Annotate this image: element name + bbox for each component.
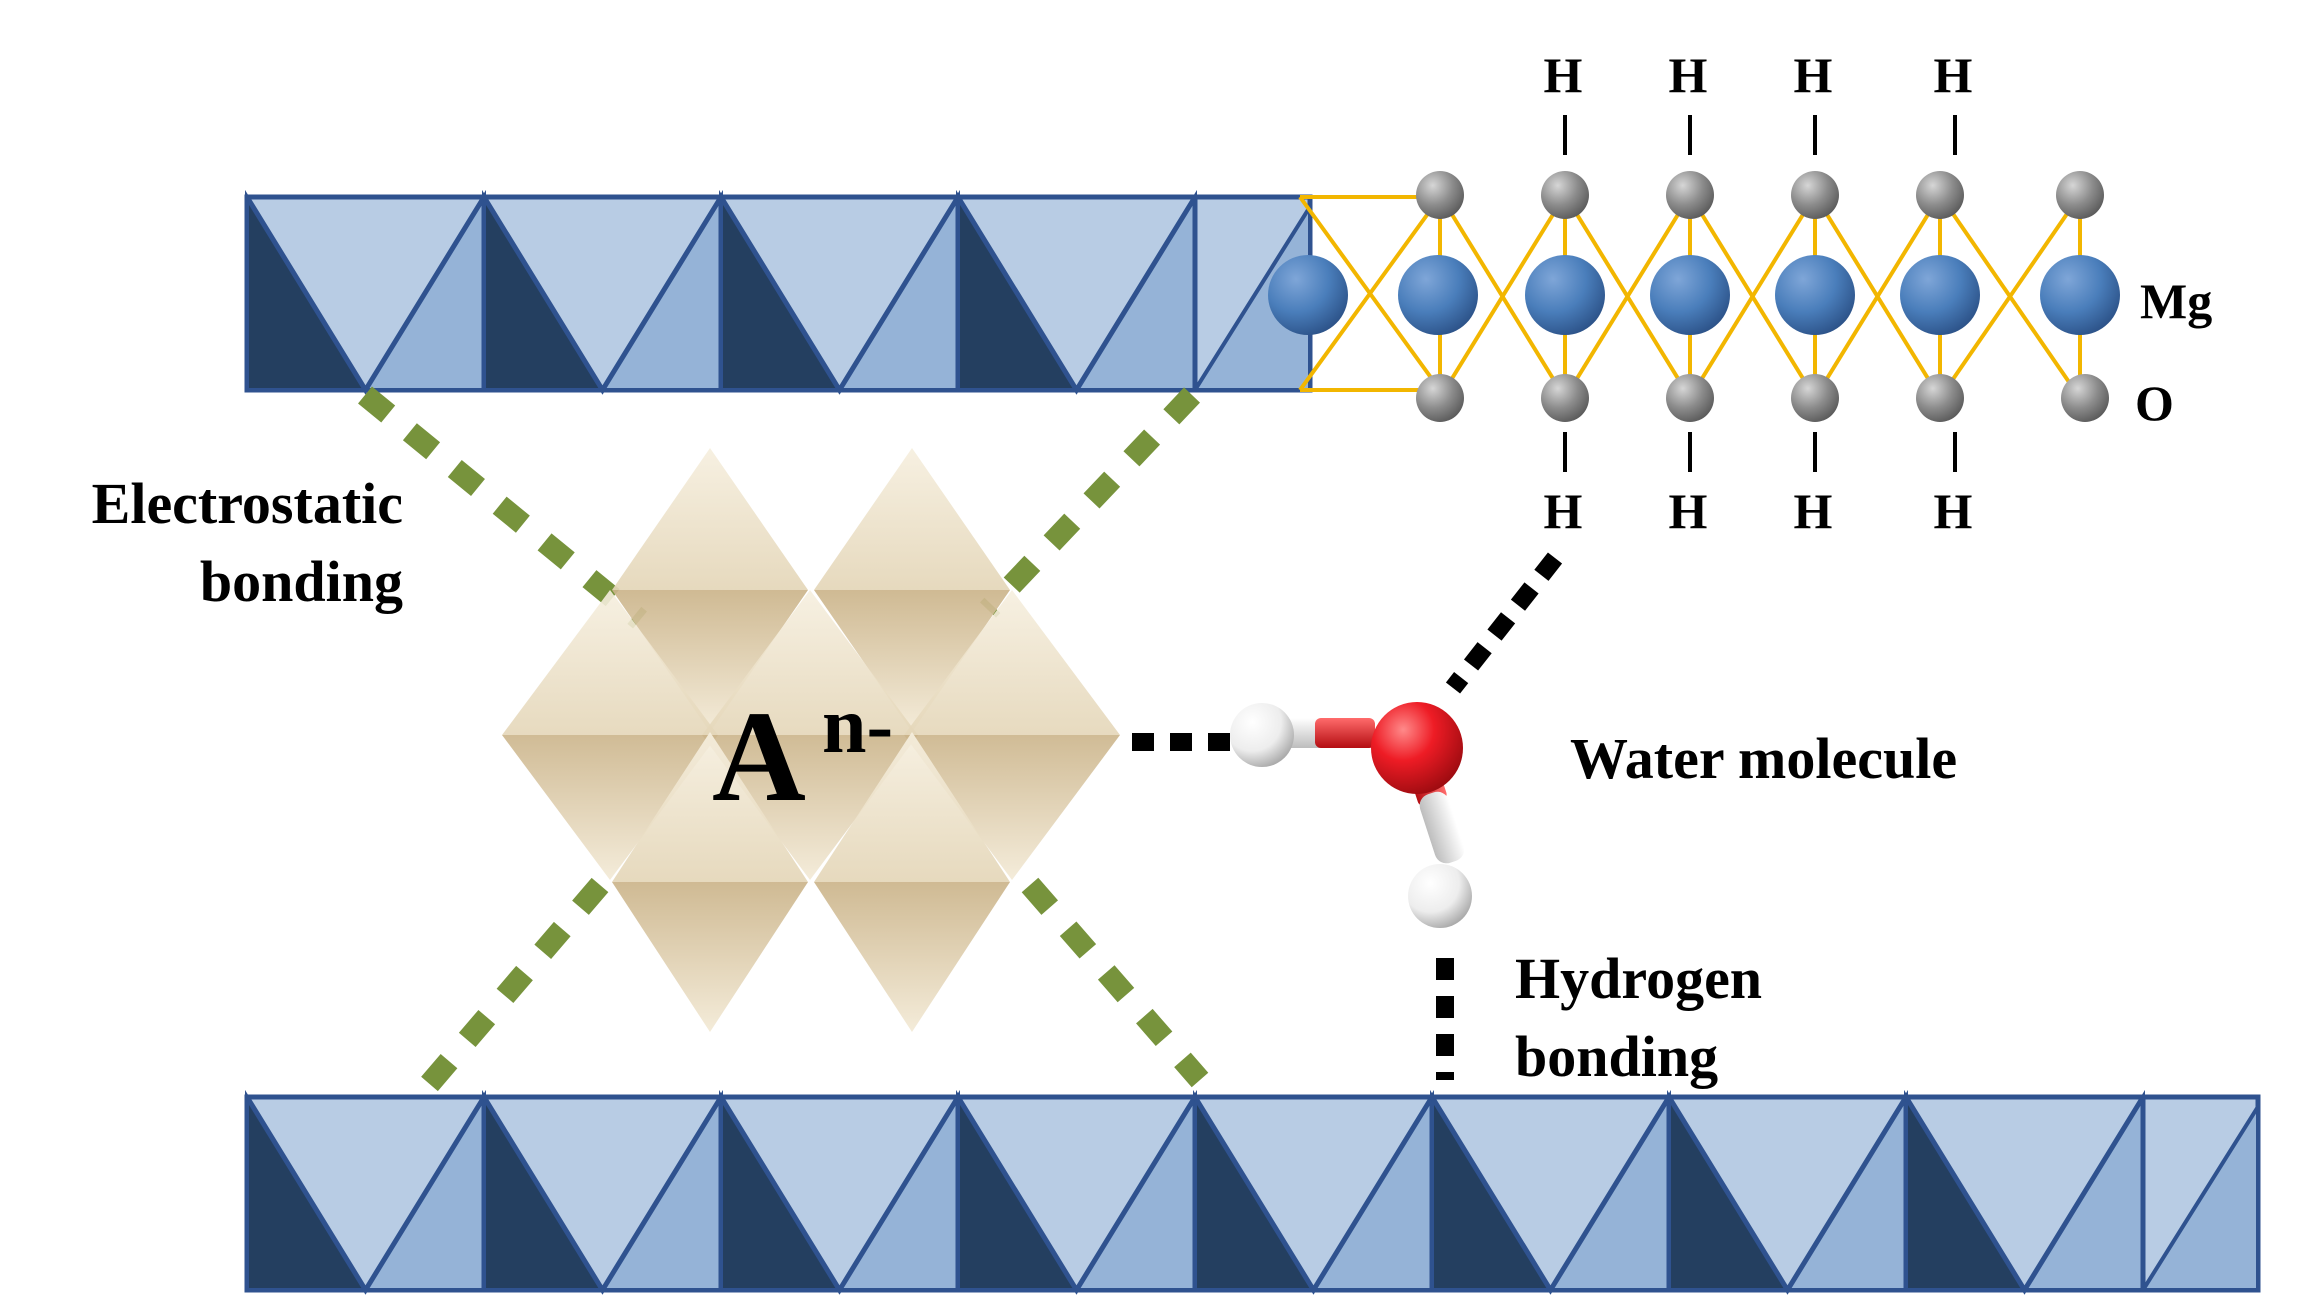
- magnesium-atom: [2040, 255, 2120, 335]
- oxygen-atom: [1916, 374, 1964, 422]
- anion-charge: n-: [822, 682, 893, 770]
- octahedron-edge: [244, 1095, 487, 1295]
- water-molecule: [1230, 702, 1472, 928]
- octahedron-edge: [481, 1095, 724, 1295]
- octahedron-edge: [1903, 1095, 2146, 1295]
- magnesium-atom: [1398, 255, 1478, 335]
- octahedron-edge: [481, 195, 724, 395]
- oxygen-atom: [2056, 171, 2104, 219]
- anion-octahedron-bottom: [612, 590, 808, 732]
- oxygen-atom: [1416, 171, 1464, 219]
- electrostatic-bond-line: [1021, 877, 1209, 1088]
- hydrogen-bonding-label-line2: bonding: [1515, 1024, 1718, 1089]
- electrostatic-bond-lines: [358, 386, 1209, 1103]
- oxygen-atom: [1541, 374, 1589, 422]
- octahedron-edge: [955, 195, 1198, 395]
- top-hydroxide-layer: [244, 189, 1313, 395]
- hydrogen-atom-label: H: [1934, 483, 1973, 539]
- oxygen-atom: [1541, 171, 1589, 219]
- octahedron-edge: [1429, 1095, 1672, 1295]
- electrostatic-bond-line: [358, 386, 647, 629]
- octahedron-edge: [1666, 1095, 1909, 1295]
- hydrogen-atom-label: H: [1794, 483, 1833, 539]
- hydrogen-atom-label: H: [1669, 483, 1708, 539]
- oxygen-atom: [1666, 171, 1714, 219]
- anion-octahedron-bottom: [814, 882, 1010, 1032]
- octahedron-edge: [718, 195, 961, 395]
- octahedron-edge: [1192, 1095, 1435, 1295]
- oxygen-atom: [1666, 374, 1714, 422]
- anion-octahedron-top: [814, 732, 1010, 882]
- anion-octahedron-top: [502, 590, 718, 735]
- octahedron-edge: [955, 1095, 1198, 1295]
- mg-o-bond: [1938, 193, 2082, 400]
- electrostatic-bond-line: [980, 387, 1200, 618]
- mg-o-bond: [1438, 193, 1567, 400]
- octahedron-edge: [244, 195, 487, 395]
- water-oxygen-atom: [1371, 702, 1463, 794]
- electrostatic-bond-line: [411, 877, 609, 1103]
- mg-o-bond: [1298, 195, 1442, 392]
- magnesium-atom: [1900, 255, 1980, 335]
- water-hydrogen-atom: [1230, 703, 1294, 767]
- anion-octahedron-top: [814, 448, 1010, 590]
- bottom-hydroxide-layer: [244, 1089, 2261, 1295]
- magnesium-atom: [1650, 255, 1730, 335]
- anion-octahedron-bottom: [904, 735, 1120, 880]
- hydrogen-atom-label: H: [1934, 47, 1973, 103]
- anion-octahedron-bottom: [612, 882, 808, 1032]
- anion-octahedron-bottom: [502, 735, 718, 880]
- mg-o-bond: [1813, 193, 1942, 400]
- anion-octahedron-top: [904, 590, 1120, 735]
- water-hydrogen-atom: [1408, 864, 1472, 928]
- electrostatic-label-line1: Electrostatic: [92, 471, 403, 536]
- ball-and-stick-model: [1268, 115, 2120, 472]
- anion-octahedron-bottom: [702, 735, 918, 880]
- mg-o-bond: [1563, 193, 1692, 400]
- hydrogen-bond-lines: [1132, 552, 1563, 1080]
- anion-octahedron-top: [612, 448, 808, 590]
- anion-octahedra-cluster: [502, 448, 1120, 1032]
- anion-octahedron-bottom: [814, 590, 1010, 732]
- hydrogen-atom-label: H: [1669, 47, 1708, 103]
- oxygen-atom: [1791, 374, 1839, 422]
- o-atom-label: O: [2135, 375, 2174, 431]
- water-bond-h1-red: [1315, 718, 1375, 748]
- anion-octahedron-top: [702, 590, 918, 735]
- mg-atom-label: Mg: [2140, 273, 2212, 329]
- octahedron-edge: [718, 1095, 961, 1295]
- magnesium-atom: [1525, 255, 1605, 335]
- hydrogen-atom-label: H: [1794, 47, 1833, 103]
- oxygen-atom: [1791, 171, 1839, 219]
- anion-symbol: A: [712, 685, 806, 829]
- octahedron-partial-face: [2139, 1099, 2260, 1292]
- oxygen-atom: [1916, 171, 1964, 219]
- hydrogen-bonding-label-line1: Hydrogen: [1515, 946, 1762, 1011]
- anion-octahedron-top: [612, 732, 808, 882]
- water-molecule-label: Water molecule: [1570, 726, 1957, 791]
- hydrogen-atom-labels: H H H H H H H H: [1544, 47, 1973, 539]
- magnesium-atom: [1775, 255, 1855, 335]
- electrostatic-label-line2: bonding: [200, 549, 403, 614]
- hydrogen-atom-label: H: [1544, 483, 1583, 539]
- hydrogen-bond-line: [1445, 552, 1563, 694]
- magnesium-atom: [1268, 255, 1348, 335]
- hydrogen-atom-label: H: [1544, 47, 1583, 103]
- water-bond-h2: [1419, 791, 1465, 864]
- oxygen-atom: [2061, 374, 2109, 422]
- mg-o-bond: [1688, 193, 1817, 400]
- oxygen-atom: [1416, 374, 1464, 422]
